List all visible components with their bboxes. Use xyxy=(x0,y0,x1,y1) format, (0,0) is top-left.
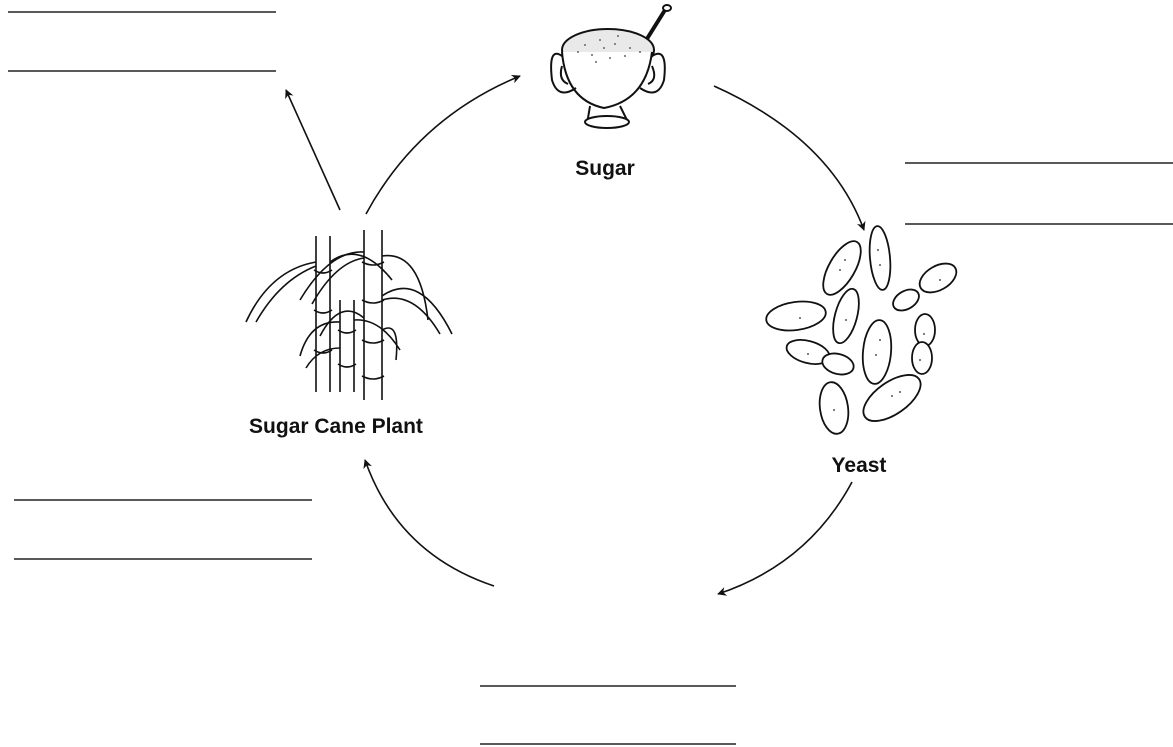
sugar-cane-plant-label: Sugar Cane Plant xyxy=(249,415,423,438)
arrow-plant-to-sugar xyxy=(366,76,520,214)
answer-blank-bottom-left[interactable] xyxy=(14,500,312,559)
answer-blank-top-left[interactable] xyxy=(8,12,276,71)
sugar-bowl-icon xyxy=(551,5,671,128)
arrow-sugar-to-yeast xyxy=(714,86,864,230)
yeast-label: Yeast xyxy=(832,454,887,477)
arrow-plant-to-top-left xyxy=(286,90,340,210)
sugar-label: Sugar xyxy=(575,157,635,180)
arrow-yeast-to-bottom xyxy=(718,482,852,594)
arrow-bottom-to-plant xyxy=(365,460,494,586)
answer-blank-right[interactable] xyxy=(905,163,1173,224)
answer-blank-bottom-center[interactable] xyxy=(480,686,736,744)
yeast-cells-icon xyxy=(764,225,961,435)
sugar-cane-plant-icon xyxy=(246,230,452,400)
